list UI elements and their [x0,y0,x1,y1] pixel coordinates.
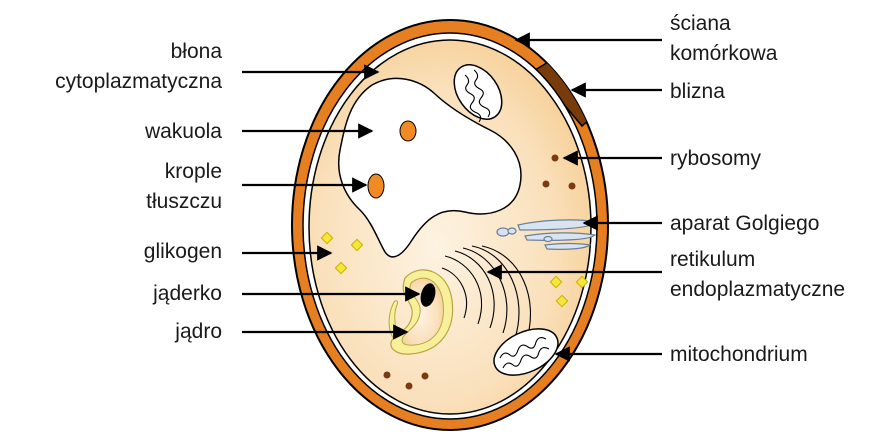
label-krople-line1: krople [165,160,222,183]
label-retikulum-line1: retikulum [670,248,755,271]
label-jaderko: jąderko [152,282,222,305]
right-labels: ściana komórkowa blizna rybosomy aparat … [670,12,845,366]
label-golgi: aparat Golgiego [670,212,819,235]
label-glikogen: glikogen [144,240,222,263]
label-retikulum-line2: endoplazmatyczne [670,278,845,301]
lipid-droplet [400,121,416,141]
label-rybosomy: rybosomy [670,147,762,170]
lipid-droplet [368,174,384,198]
label-blona-line1: błona [171,40,223,63]
label-wakuola: wakuola [144,120,222,143]
label-sciana-line1: ściana [670,12,731,35]
label-blizna: blizna [670,80,725,103]
label-blona-line2: cytoplazmatyczna [55,70,222,93]
label-krople-line2: tłuszczu [146,190,222,213]
label-mitochondrium: mitochondrium [670,343,808,366]
cell [292,20,608,430]
left-labels: błona cytoplazmatyczna wakuola krople tł… [55,40,222,343]
label-sciana-line2: komórkowa [670,42,778,65]
label-jadro: jądro [174,320,222,343]
